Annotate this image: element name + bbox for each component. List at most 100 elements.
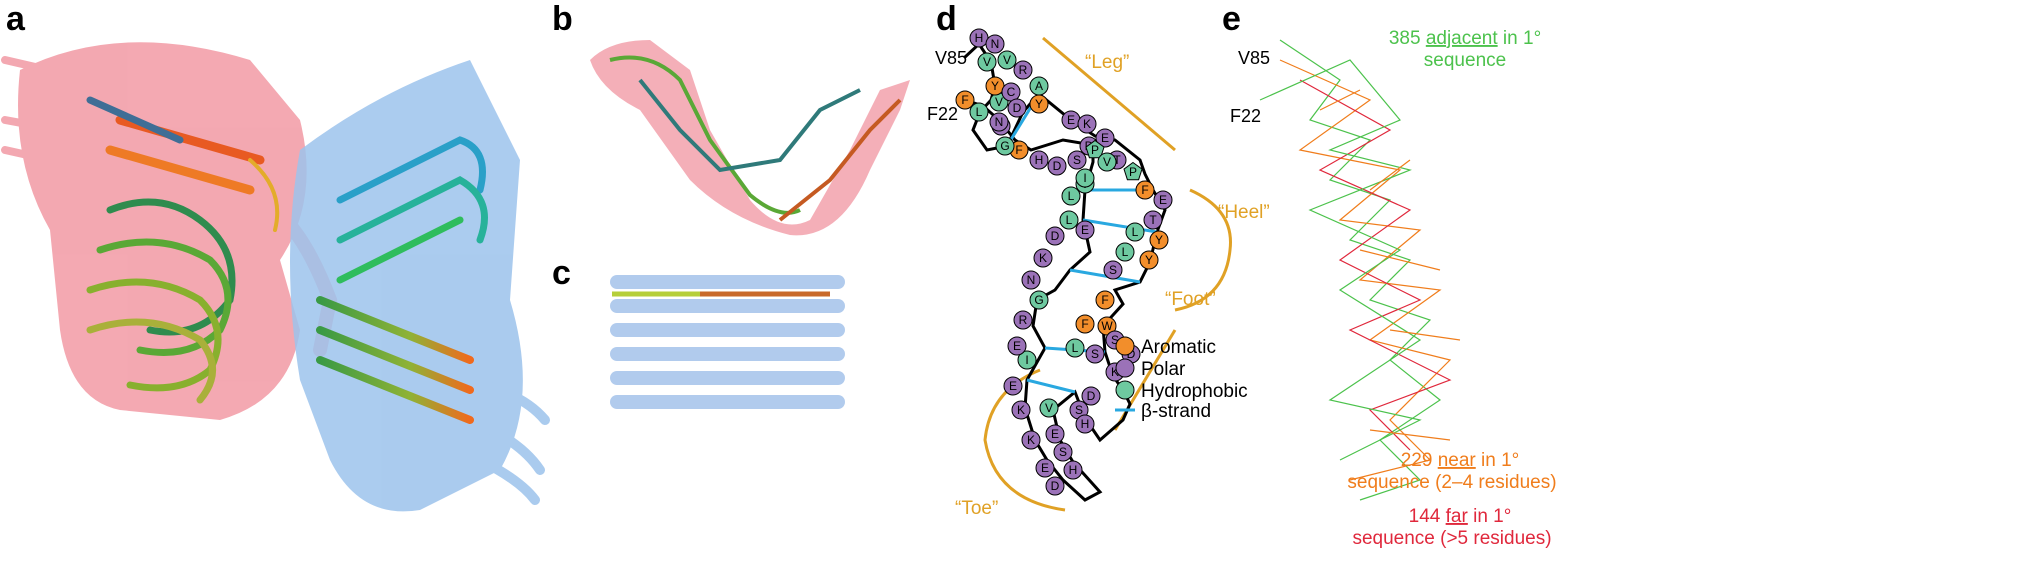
residue-H-64: H bbox=[1063, 460, 1083, 480]
residue-L-42: L bbox=[1059, 210, 1079, 230]
residue-L-56: L bbox=[969, 102, 989, 122]
svg-text:D: D bbox=[1053, 159, 1062, 173]
panel-label-b: b bbox=[552, 0, 573, 38]
panel-e-near-line1: 229 near in 1° bbox=[1401, 450, 1520, 471]
panel-d-v85-label: V85 bbox=[935, 48, 967, 68]
panel-b-model-teal bbox=[638, 78, 861, 173]
svg-text:F: F bbox=[961, 93, 968, 107]
svg-text:E: E bbox=[1009, 379, 1017, 393]
panel-label-c: c bbox=[552, 254, 571, 292]
svg-text:D: D bbox=[1051, 229, 1060, 243]
panel-d-foot-label: “Foot” bbox=[1165, 289, 1216, 310]
residue-D-41: D bbox=[1045, 226, 1065, 246]
svg-text:K: K bbox=[1027, 433, 1035, 447]
svg-text:G: G bbox=[1000, 139, 1009, 153]
panel-b-model-orange bbox=[778, 98, 902, 222]
svg-text:R: R bbox=[1019, 63, 1028, 77]
svg-text:Y: Y bbox=[1155, 233, 1163, 247]
panel-d-toe-label: “Toe” bbox=[955, 498, 998, 519]
svg-text:S: S bbox=[1111, 333, 1119, 347]
residue-F-27: F bbox=[1075, 314, 1095, 334]
residue-E-34: E bbox=[1003, 376, 1023, 396]
residue-A-5: A bbox=[1029, 76, 1049, 96]
residue-E-7: E bbox=[1061, 110, 1081, 130]
svg-text:E: E bbox=[1041, 461, 1049, 475]
panel-b-density-model bbox=[590, 40, 910, 236]
residue-P-11: P bbox=[1123, 161, 1143, 181]
legend-polar-label: Polar bbox=[1141, 359, 1186, 380]
svg-text:V: V bbox=[995, 95, 1003, 109]
svg-text:L: L bbox=[1072, 341, 1079, 355]
residue-K-33: K bbox=[1011, 400, 1031, 420]
svg-text:A: A bbox=[1035, 79, 1043, 93]
svg-text:K: K bbox=[1111, 365, 1119, 379]
residue-S-48: S bbox=[1067, 150, 1087, 170]
svg-text:S: S bbox=[1091, 347, 1099, 361]
residue-T-14: T bbox=[1143, 210, 1163, 230]
residue-R-37: R bbox=[1013, 310, 1033, 330]
svg-text:L: L bbox=[1068, 189, 1075, 203]
legend-aromatic-label: Aromatic bbox=[1141, 337, 1216, 358]
svg-text:R: R bbox=[1019, 313, 1028, 327]
residue-L-43: L bbox=[1061, 186, 1081, 206]
panel-b-model-green bbox=[609, 55, 801, 215]
residue-N-39: N bbox=[1021, 270, 1041, 290]
svg-text:C: C bbox=[1007, 85, 1016, 99]
residue-E-66: E bbox=[1035, 458, 1055, 478]
residue-H-50: H bbox=[1029, 150, 1049, 170]
svg-text:N: N bbox=[1027, 273, 1036, 287]
residue-F-12: F bbox=[1135, 180, 1155, 200]
residue-E-9: E bbox=[1095, 128, 1115, 148]
svg-text:V: V bbox=[983, 55, 991, 69]
svg-text:P: P bbox=[1129, 165, 1137, 179]
residue-D-65: D bbox=[1045, 476, 1065, 496]
residue-V-32: V bbox=[1039, 398, 1059, 418]
svg-text:F: F bbox=[1015, 143, 1022, 157]
svg-text:K: K bbox=[1039, 251, 1047, 265]
residue-V-62: V bbox=[1097, 152, 1117, 172]
panel-label-a: a bbox=[6, 0, 25, 38]
svg-text:G: G bbox=[1034, 293, 1043, 307]
legend-aromatic-marker bbox=[1115, 336, 1135, 356]
panel-c-layers bbox=[610, 275, 845, 409]
panel-e-network-lines bbox=[1259, 39, 1461, 501]
panel-d-leg-label: “Leg” bbox=[1085, 52, 1129, 73]
residue-K-67: K bbox=[1021, 430, 1041, 450]
residue-Y-55: Y bbox=[985, 76, 1005, 96]
residue-K-8: K bbox=[1077, 114, 1097, 134]
svg-text:E: E bbox=[1101, 131, 1109, 145]
residue-S-19: S bbox=[1103, 260, 1123, 280]
residue-I-35: I bbox=[1017, 350, 1037, 370]
panel-e-f22-label: F22 bbox=[1230, 106, 1261, 126]
svg-text:V: V bbox=[1045, 401, 1053, 415]
residue-V-2: V bbox=[977, 52, 997, 72]
panel-e-contact-network: V85 F22 385 adjacent in 1° sequence 229 … bbox=[1230, 28, 1557, 549]
svg-text:D: D bbox=[1127, 347, 1136, 361]
svg-text:V: V bbox=[1003, 53, 1011, 67]
svg-text:I: I bbox=[1083, 171, 1086, 185]
svg-text:H: H bbox=[975, 31, 984, 45]
residue-G-38: G bbox=[1029, 290, 1049, 310]
legend-strand-label: β-strand bbox=[1141, 401, 1211, 422]
svg-text:H: H bbox=[1035, 153, 1044, 167]
svg-text:S: S bbox=[1075, 403, 1083, 417]
svg-text:S: S bbox=[1109, 263, 1117, 277]
svg-text:L: L bbox=[1122, 245, 1129, 259]
svg-text:E: E bbox=[1013, 339, 1021, 353]
svg-text:N: N bbox=[995, 115, 1004, 129]
residue-N-1: N bbox=[985, 34, 1005, 54]
residue-D-59: D bbox=[1007, 98, 1027, 118]
residue-H-30: H bbox=[1075, 414, 1095, 434]
svg-text:D: D bbox=[1013, 101, 1022, 115]
residue-P-61: P bbox=[1085, 139, 1105, 159]
svg-text:E: E bbox=[1081, 223, 1089, 237]
svg-text:Y: Y bbox=[991, 79, 999, 93]
svg-text:E: E bbox=[1159, 193, 1167, 207]
panel-d-f22-label: F22 bbox=[927, 104, 958, 124]
svg-text:N: N bbox=[991, 37, 1000, 51]
residue-F-20: F bbox=[1095, 290, 1115, 310]
svg-text:W: W bbox=[1101, 319, 1113, 333]
